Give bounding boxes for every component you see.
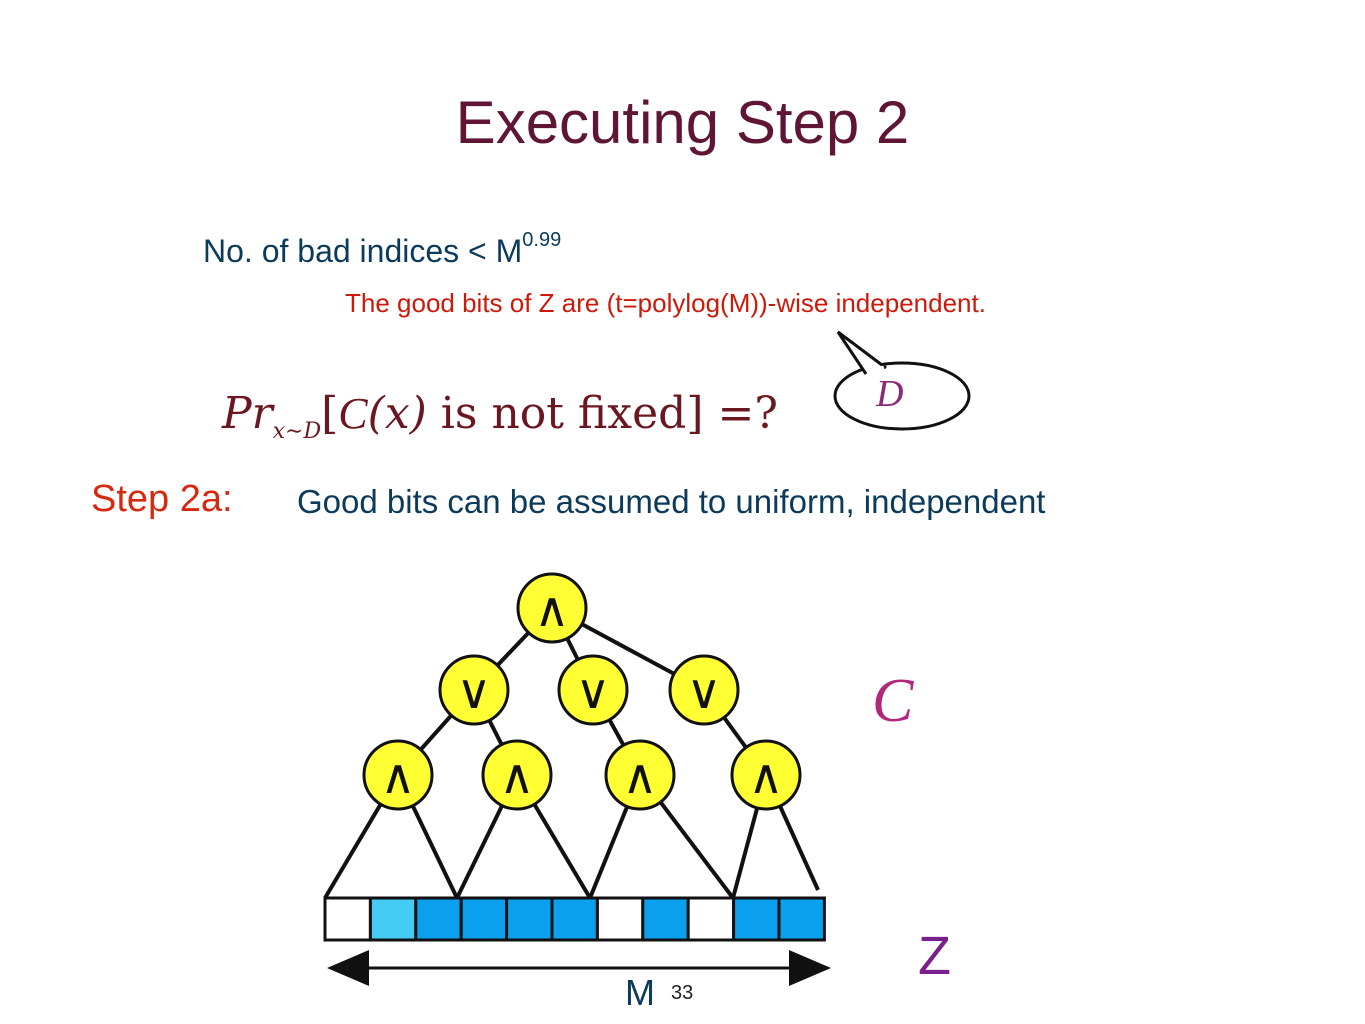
z-bit-cell (641, 896, 690, 942)
gate-middle-2: ∨ (557, 654, 629, 726)
z-bit-cell (323, 896, 372, 942)
formula-circuit: C (338, 389, 368, 438)
and-gate-glyph: ∧ (499, 749, 534, 805)
probability-formula: Prx∼D[C(x) is not fixed] =? (222, 388, 778, 444)
gate-bottom-2: ∧ (481, 739, 553, 811)
z-bit-cell (459, 896, 509, 942)
z-bit-cell (732, 896, 781, 942)
z-bit-cell (368, 896, 418, 942)
formula-suffix: ] =? (686, 388, 778, 439)
z-bit-cell (550, 896, 599, 942)
bad-indices-text: No. of bad indices < M (203, 233, 523, 269)
or-gate-glyph: ∨ (575, 664, 610, 720)
step-label: Step 2a: (91, 478, 233, 520)
z-bit-cell (505, 896, 554, 942)
and-gate-glyph: ∧ (534, 582, 569, 638)
or-gate-glyph: ∨ (456, 664, 491, 720)
z-bit-cell (686, 896, 736, 942)
z-bit-cell (595, 896, 645, 942)
page-number: 33 (671, 982, 694, 1004)
formula-prefix: Pr (222, 388, 273, 439)
formula-text: is not fixed (426, 388, 687, 439)
z-bit-cell (414, 896, 463, 942)
formula-bracket-open: [ (321, 388, 339, 439)
bad-indices-exponent: 0.99 (522, 229, 562, 251)
circuit-symbol: C (872, 667, 914, 735)
step-text: Good bits can be assumed to uniform, ind… (297, 483, 1046, 520)
gate-middle-1: ∨ (438, 654, 510, 726)
z-bit-array (323, 896, 826, 942)
distribution-bubble (833, 330, 971, 431)
gate-middle-3: ∨ (668, 654, 740, 726)
m-label: M (625, 972, 655, 1013)
gate-top: ∧ (516, 572, 588, 644)
and-gate-glyph: ∧ (622, 749, 657, 805)
and-gate-glyph: ∧ (380, 749, 415, 805)
z-label: Z (918, 926, 951, 986)
formula-subscript: x∼D (272, 418, 322, 444)
gate-bottom-4: ∧ (730, 739, 802, 811)
formula-arg: (x) (367, 388, 427, 439)
or-gate-glyph: ∨ (686, 664, 721, 720)
gate-bottom-3: ∧ (604, 739, 676, 811)
bad-indices-statement: No. of bad indices < M0.99 (203, 229, 561, 270)
distribution-symbol: D (876, 373, 904, 415)
and-gate-glyph: ∧ (748, 749, 783, 805)
slide-title: Executing Step 2 (455, 89, 910, 156)
gate-bottom-1: ∧ (362, 739, 434, 811)
z-bit-cell (777, 896, 826, 942)
good-bits-note: The good bits of Z are (t=polylog(M))-wi… (345, 288, 986, 318)
